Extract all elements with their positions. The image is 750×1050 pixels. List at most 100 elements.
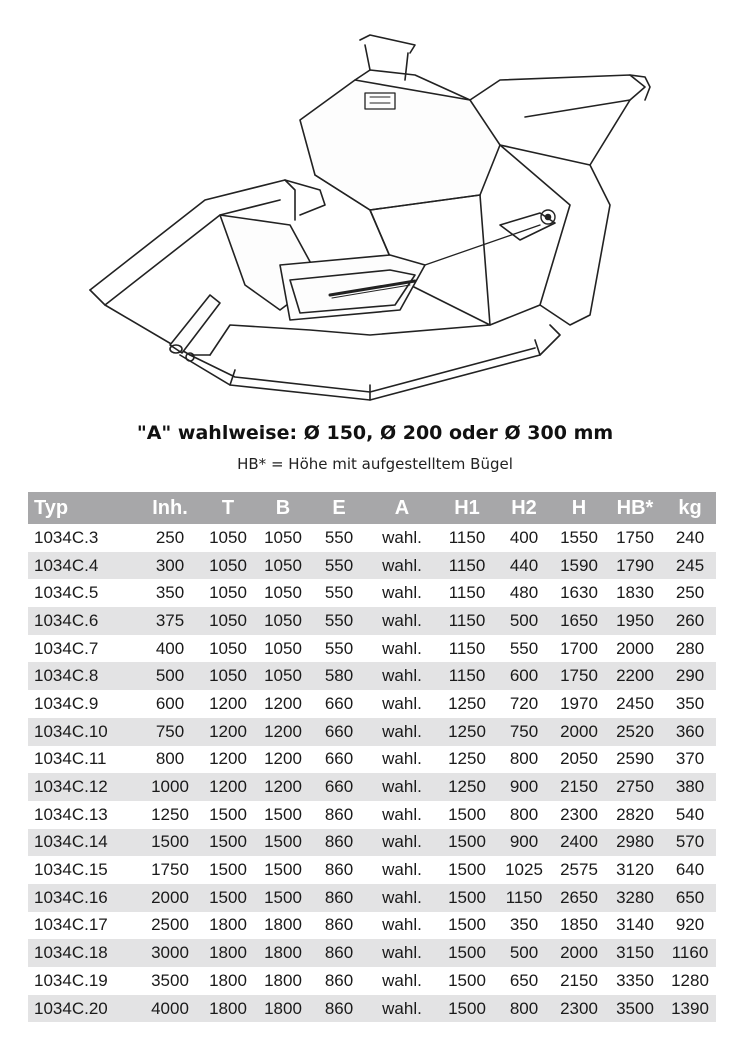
table-cell: 1200 <box>254 773 312 801</box>
table-cell: 1700 <box>560 638 598 658</box>
table-cell: 860 <box>312 828 366 857</box>
table-cell: 2050 <box>560 749 598 769</box>
table-cell: 3000 <box>138 939 202 967</box>
table-cell: wahl. <box>382 915 422 935</box>
table-cell: 3350 <box>616 970 654 990</box>
table-cell: 660 <box>324 693 354 713</box>
table-cell: 1800 <box>202 994 254 1023</box>
table-cell: 1200 <box>209 749 247 769</box>
column-header: kg <box>664 492 716 524</box>
table-cell: 1034C.3 <box>34 527 99 547</box>
table-cell: 1500 <box>264 860 302 880</box>
table-cell: 1500 <box>264 804 302 824</box>
table-cell: 2500 <box>151 915 189 935</box>
table-cell: 720 <box>509 693 539 713</box>
table-cell: 1750 <box>552 662 606 691</box>
hb-footnote: HB* = Höhe mit aufgestelltem Bügel <box>237 455 513 473</box>
table-cell: 860 <box>324 970 354 990</box>
table-cell: 290 <box>664 662 716 691</box>
table-cell: 550 <box>312 551 366 580</box>
table-cell: wahl. <box>382 804 422 824</box>
table-cell: 650 <box>664 883 716 912</box>
table-cell: 1550 <box>560 527 598 547</box>
table-cell: wahl. <box>366 662 438 691</box>
table-cell: 900 <box>496 828 552 857</box>
table-cell: 250 <box>675 583 705 603</box>
table-cell: 400 <box>509 527 539 547</box>
table-cell: 1034C.14 <box>28 828 138 857</box>
table-cell: 1025 <box>505 860 543 880</box>
table-cell: 1050 <box>209 583 247 603</box>
table-cell: 1200 <box>202 773 254 801</box>
table-cell: 550 <box>324 583 354 603</box>
table-cell: 1200 <box>264 749 302 769</box>
table-cell: 920 <box>675 915 705 935</box>
table-cell: 860 <box>324 860 354 880</box>
table-cell: 1034C.11 <box>34 749 107 769</box>
table-cell: wahl. <box>382 638 422 658</box>
table-cell: 1800 <box>209 915 247 935</box>
table-cell: wahl. <box>382 527 422 547</box>
table-cell: 500 <box>496 939 552 967</box>
table-cell: 2820 <box>616 804 654 824</box>
table-cell: wahl. <box>366 994 438 1023</box>
table-cell: 2300 <box>560 804 598 824</box>
column-header: Typ <box>28 492 138 524</box>
table-cell: 1034C.19 <box>34 970 108 990</box>
table-cell: 1034C.8 <box>28 662 138 691</box>
column-header: A <box>366 492 438 524</box>
table-cell: 1050 <box>264 583 302 603</box>
table-cell: 1950 <box>606 607 664 635</box>
table-cell: 750 <box>496 717 552 746</box>
table-cell: 3280 <box>606 883 664 912</box>
table-cell: 350 <box>675 693 705 713</box>
table-cell: 1500 <box>448 970 486 990</box>
table-cell: 1150 <box>448 527 486 547</box>
column-header: H1 <box>438 492 496 524</box>
table-cell: wahl. <box>382 749 422 769</box>
table-cell: 550 <box>324 638 354 658</box>
table-cell: 1280 <box>671 970 709 990</box>
table-cell: 1500 <box>438 828 496 857</box>
table-cell: 1500 <box>254 828 312 857</box>
table-cell: wahl. <box>366 773 438 801</box>
table-cell: 3150 <box>606 939 664 967</box>
table-cell: 660 <box>312 773 366 801</box>
table-cell: 1034C.10 <box>28 717 138 746</box>
table-cell: 1200 <box>209 693 247 713</box>
table-cell: 1500 <box>448 915 486 935</box>
table-cell: 1500 <box>209 804 247 824</box>
column-header: T <box>202 492 254 524</box>
table-cell: 1000 <box>138 773 202 801</box>
table-cell: wahl. <box>366 939 438 967</box>
table-cell: 1850 <box>560 915 598 935</box>
table-cell: 1800 <box>264 970 302 990</box>
table-cell: 1150 <box>438 662 496 691</box>
table-cell: 1034C.6 <box>28 607 138 635</box>
table-cell: 1050 <box>264 527 302 547</box>
table-cell: 400 <box>155 638 185 658</box>
table-cell: 350 <box>155 583 185 603</box>
table-cell: 1200 <box>202 717 254 746</box>
table-cell: 600 <box>496 662 552 691</box>
table-cell: 1150 <box>496 883 552 912</box>
table-cell: 1160 <box>664 939 716 967</box>
table-cell: 1500 <box>438 939 496 967</box>
table-cell: 1050 <box>202 607 254 635</box>
table-cell: 900 <box>496 773 552 801</box>
table-cell: 1500 <box>448 804 486 824</box>
table-cell: 3500 <box>606 994 664 1023</box>
table-cell: 1500 <box>438 994 496 1023</box>
table-cell: 1050 <box>202 551 254 580</box>
table-cell: 2000 <box>138 883 202 912</box>
table-cell: 1250 <box>438 773 496 801</box>
table-cell: 2590 <box>616 749 654 769</box>
